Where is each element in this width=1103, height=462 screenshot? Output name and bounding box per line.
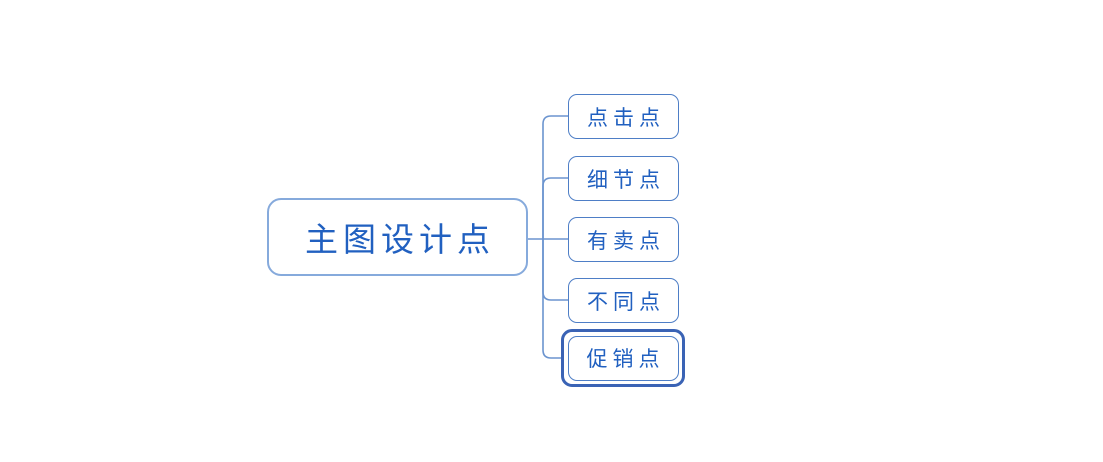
child-topic-difference-point[interactable]: 不同点: [568, 278, 679, 323]
child-topic-label: 有卖点: [587, 228, 665, 253]
child-topic-label: 促销点: [586, 347, 665, 371]
child-topic-click-point[interactable]: 点击点: [568, 94, 679, 139]
selected-topic-ring: 促销点: [561, 329, 685, 387]
child-topic-label: 细节点: [587, 167, 665, 192]
child-topic-selling-point[interactable]: 有卖点: [568, 217, 679, 262]
connector-root-to-child-1: [542, 115, 568, 239]
child-topic-promotion-point[interactable]: 促销点: [567, 335, 679, 381]
connector-root-to-child-5: [542, 239, 561, 359]
connector-root-to-child-4: [542, 239, 568, 301]
connector-root-to-child-2: [542, 177, 568, 239]
root-topic[interactable]: 主图设计点: [267, 198, 528, 276]
root-topic-label: 主图设计点: [305, 223, 495, 259]
child-topic-detail-point[interactable]: 细节点: [568, 156, 679, 201]
child-topic-label: 不同点: [587, 289, 665, 314]
child-topic-label: 点击点: [587, 105, 665, 130]
